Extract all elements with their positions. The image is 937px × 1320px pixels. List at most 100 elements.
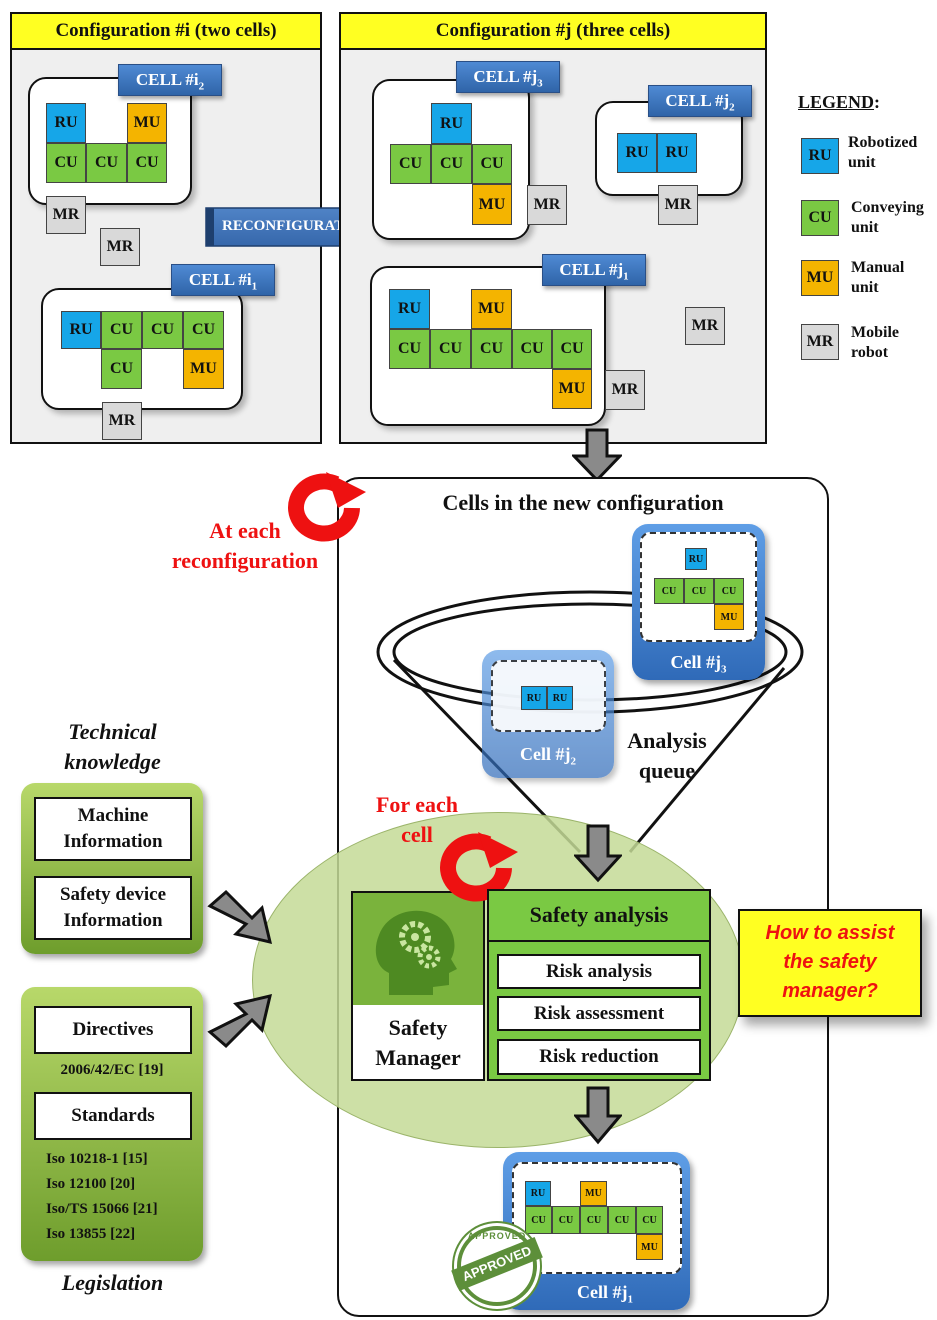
cell-j3-tag-text: CELL #j [473, 67, 538, 86]
cell-j3-tag-sub: 3 [537, 77, 543, 90]
mobile-robot: MR [658, 185, 698, 225]
legend-label-line: unit [851, 219, 879, 236]
legend-swatch-ru: RU [801, 138, 839, 174]
directive-reference: 2006/42/EC [19] [60, 1062, 164, 1078]
cell-j1-card-sub: 1 [627, 1293, 633, 1306]
refresh-cycle-icon [288, 472, 366, 542]
at-each-line: reconfiguration [171, 548, 319, 573]
risk-assessment-item: Risk assessment [497, 996, 701, 1031]
at-each-reconfiguration-label: At each reconfiguration [150, 516, 340, 576]
unit-mu: MU [580, 1181, 607, 1206]
config-i-header: Configuration #i (two cells) [12, 14, 320, 50]
unit-cu: CU [714, 578, 744, 604]
question-line: manager? [782, 980, 878, 1002]
unit-cu: CU [183, 311, 224, 349]
cell-i1-tag-sub: 1 [251, 280, 258, 293]
unit-ru: RU [431, 103, 472, 144]
analysis-queue-line: queue [638, 758, 696, 783]
safety-manager-line: Safety [388, 1015, 448, 1040]
legend-label-mr: Mobile robot [851, 323, 899, 363]
refresh-cycle-icon [440, 832, 518, 902]
question-line: How to assist [765, 922, 895, 944]
unit-cu: CU [512, 329, 552, 369]
unit-cu: CU [390, 144, 431, 184]
cell-i1-tag-text: CELL #i [188, 270, 252, 289]
safety-device-line: Safety device [59, 884, 167, 905]
cell-j3-card-text: Cell #j [670, 652, 721, 672]
cell-j2-tag-sub: 2 [729, 101, 735, 114]
down-arrow-top [572, 428, 622, 483]
cell-j1-tag: CELL #j1 [542, 254, 646, 286]
unit-cu: CU [142, 311, 183, 349]
unit-cu: CU [101, 349, 142, 389]
unit-cu: CU [127, 143, 167, 183]
cell-j1-tag-text: CELL #j [559, 260, 624, 279]
unit-mu: MU [714, 604, 744, 630]
safety-device-information-box: Safety device Information [34, 876, 192, 940]
mobile-robot: MR [102, 402, 142, 440]
at-each-line: At each [209, 518, 281, 543]
legislation-caption: Legislation [61, 1270, 164, 1295]
legend-label-ru: Robotized unit [848, 133, 917, 173]
legend-label-line: Robotized [848, 134, 918, 151]
standard-item: Iso/TS 15066 [21] [46, 1201, 158, 1217]
legend-label-line: Manual [851, 259, 905, 276]
cell-i2-tag: CELL #i2 [118, 64, 222, 96]
safety-manager-label: Safety Manager [351, 1013, 485, 1073]
cell-j3-tag: CELL #j3 [456, 61, 560, 93]
technical-title-line: Technical [68, 719, 157, 744]
unit-cu: CU [608, 1206, 636, 1234]
mobile-robot: MR [605, 370, 645, 410]
unit-ru: RU [525, 1181, 551, 1206]
mobile-robot: MR [46, 196, 86, 234]
question-box: How to assist the safety manager? [738, 909, 922, 1017]
legend-label-line: robot [851, 344, 889, 361]
arrow-legislation-to-manager [207, 993, 273, 1049]
cell-j3-card-sub: 3 [720, 663, 727, 676]
technical-knowledge-title: Technical knowledge [20, 717, 205, 777]
cell-j2-tag-text: CELL #j [665, 91, 730, 110]
unit-cu: CU [472, 144, 512, 184]
unit-mu: MU [472, 184, 512, 225]
unit-ru: RU [547, 686, 573, 710]
question-line: the safety [783, 951, 877, 973]
down-arrow-bottom [574, 1086, 622, 1145]
legend-swatch-mr: MR [801, 324, 839, 360]
legend-label-cu: Conveying unit [851, 198, 924, 238]
cell-j2-card-text: Cell #j [520, 744, 571, 764]
unit-mu: MU [636, 1234, 663, 1260]
risk-reduction-item: Risk reduction [497, 1039, 701, 1075]
unit-cu: CU [430, 329, 471, 369]
unit-ru: RU [685, 548, 707, 570]
mobile-robot: MR [685, 307, 725, 345]
unit-cu: CU [431, 144, 472, 184]
unit-cu: CU [636, 1206, 663, 1234]
legend-label-line: Conveying [851, 199, 924, 216]
unit-cu: CU [552, 329, 592, 369]
arrow-technical-to-manager [207, 889, 273, 945]
cell-j1-tag-sub: 1 [623, 270, 629, 283]
standard-item: Iso 12100 [20] [46, 1176, 136, 1192]
unit-cu: CU [86, 143, 127, 183]
cell-i1-tag: CELL #i1 [171, 264, 275, 296]
directives-box: Directives [34, 1006, 192, 1054]
analysis-queue-label: Analysis queue [612, 726, 722, 786]
legend-label-line: unit [851, 279, 879, 296]
unit-cu: CU [46, 143, 86, 183]
unit-mu: MU [183, 349, 224, 389]
for-each-cell-label: For each cell [352, 790, 482, 850]
safety-analysis-title: Safety analysis [529, 902, 669, 927]
cell-j3-card-label: Cell #j3 [632, 652, 765, 676]
standard-item: Iso 13855 [22] [46, 1226, 136, 1242]
config-j-header: Configuration #j (three cells) [341, 14, 765, 50]
unit-mu: MU [552, 369, 592, 409]
machine-info-line: Information [63, 831, 163, 852]
standard-item: Iso 10218-1 [15] [46, 1151, 148, 1167]
cell-i2-tag-text: CELL #i [135, 70, 199, 89]
standards-box: Standards [34, 1092, 192, 1140]
risk-analysis-item: Risk analysis [497, 954, 701, 989]
machine-info-line: Machine [77, 805, 149, 826]
unit-ru: RU [61, 311, 101, 349]
legend-title: LEGEND: [798, 92, 880, 113]
safety-device-line: Information [63, 910, 163, 931]
